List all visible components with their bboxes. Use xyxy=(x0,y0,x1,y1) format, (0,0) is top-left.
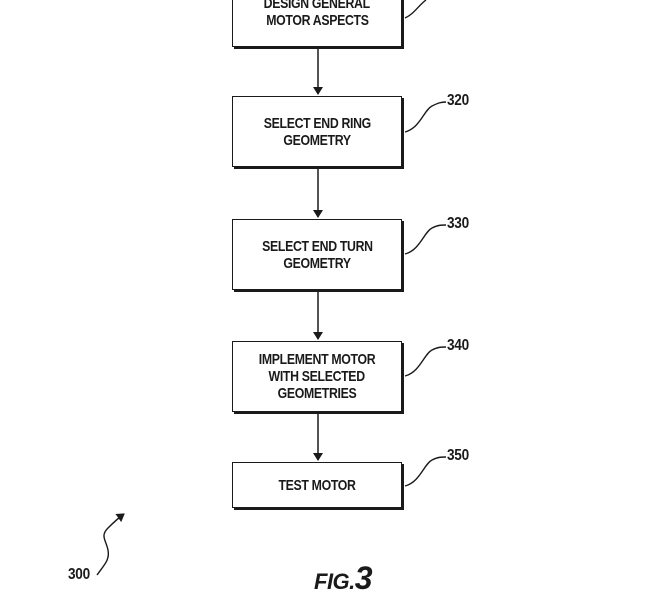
step-design-general-motor-aspects: DESIGN GENERAL MOTOR ASPECTS xyxy=(232,0,402,47)
leader-line-320 xyxy=(404,101,447,133)
step-line: SELECT END RING xyxy=(263,114,371,132)
leader-line-310 xyxy=(404,0,427,19)
ref-numeral-320: 320 xyxy=(447,92,469,109)
step-select-end-ring-geometry: SELECT END RING GEOMETRY xyxy=(232,96,402,167)
step-line: TEST MOTOR xyxy=(278,476,356,494)
step-line: MOTOR ASPECTS xyxy=(265,11,369,29)
step-line: SELECT END TURN xyxy=(261,237,373,255)
figure-label-number: 3 xyxy=(354,560,373,596)
step-line: GEOMETRY xyxy=(283,131,351,149)
ref-numeral-330: 330 xyxy=(447,215,469,232)
ref-numeral-350: 350 xyxy=(447,447,469,464)
figure-label: FIG.3 xyxy=(314,560,373,597)
step-line: IMPLEMENT MOTOR xyxy=(258,351,376,368)
step-select-end-turn-geometry: SELECT END TURN GEOMETRY xyxy=(232,219,402,290)
step-line: GEOMETRY xyxy=(283,254,351,272)
step-test-motor: TEST MOTOR xyxy=(232,462,402,508)
ref-numeral-340: 340 xyxy=(447,337,469,354)
figure-ref-numeral: 300 xyxy=(68,566,90,583)
step-line: WITH SELECTED xyxy=(268,368,366,385)
step-line: GEOMETRIES xyxy=(277,385,357,402)
leader-line-350 xyxy=(404,456,447,487)
figure-label-prefix: FIG. xyxy=(314,569,355,594)
leader-line-340 xyxy=(404,346,447,377)
leader-line-330 xyxy=(404,224,447,255)
step-implement-motor: IMPLEMENT MOTOR WITH SELECTED GEOMETRIES xyxy=(232,341,402,412)
figure-ref-leader xyxy=(96,513,125,576)
step-line: DESIGN GENERAL xyxy=(263,0,371,12)
